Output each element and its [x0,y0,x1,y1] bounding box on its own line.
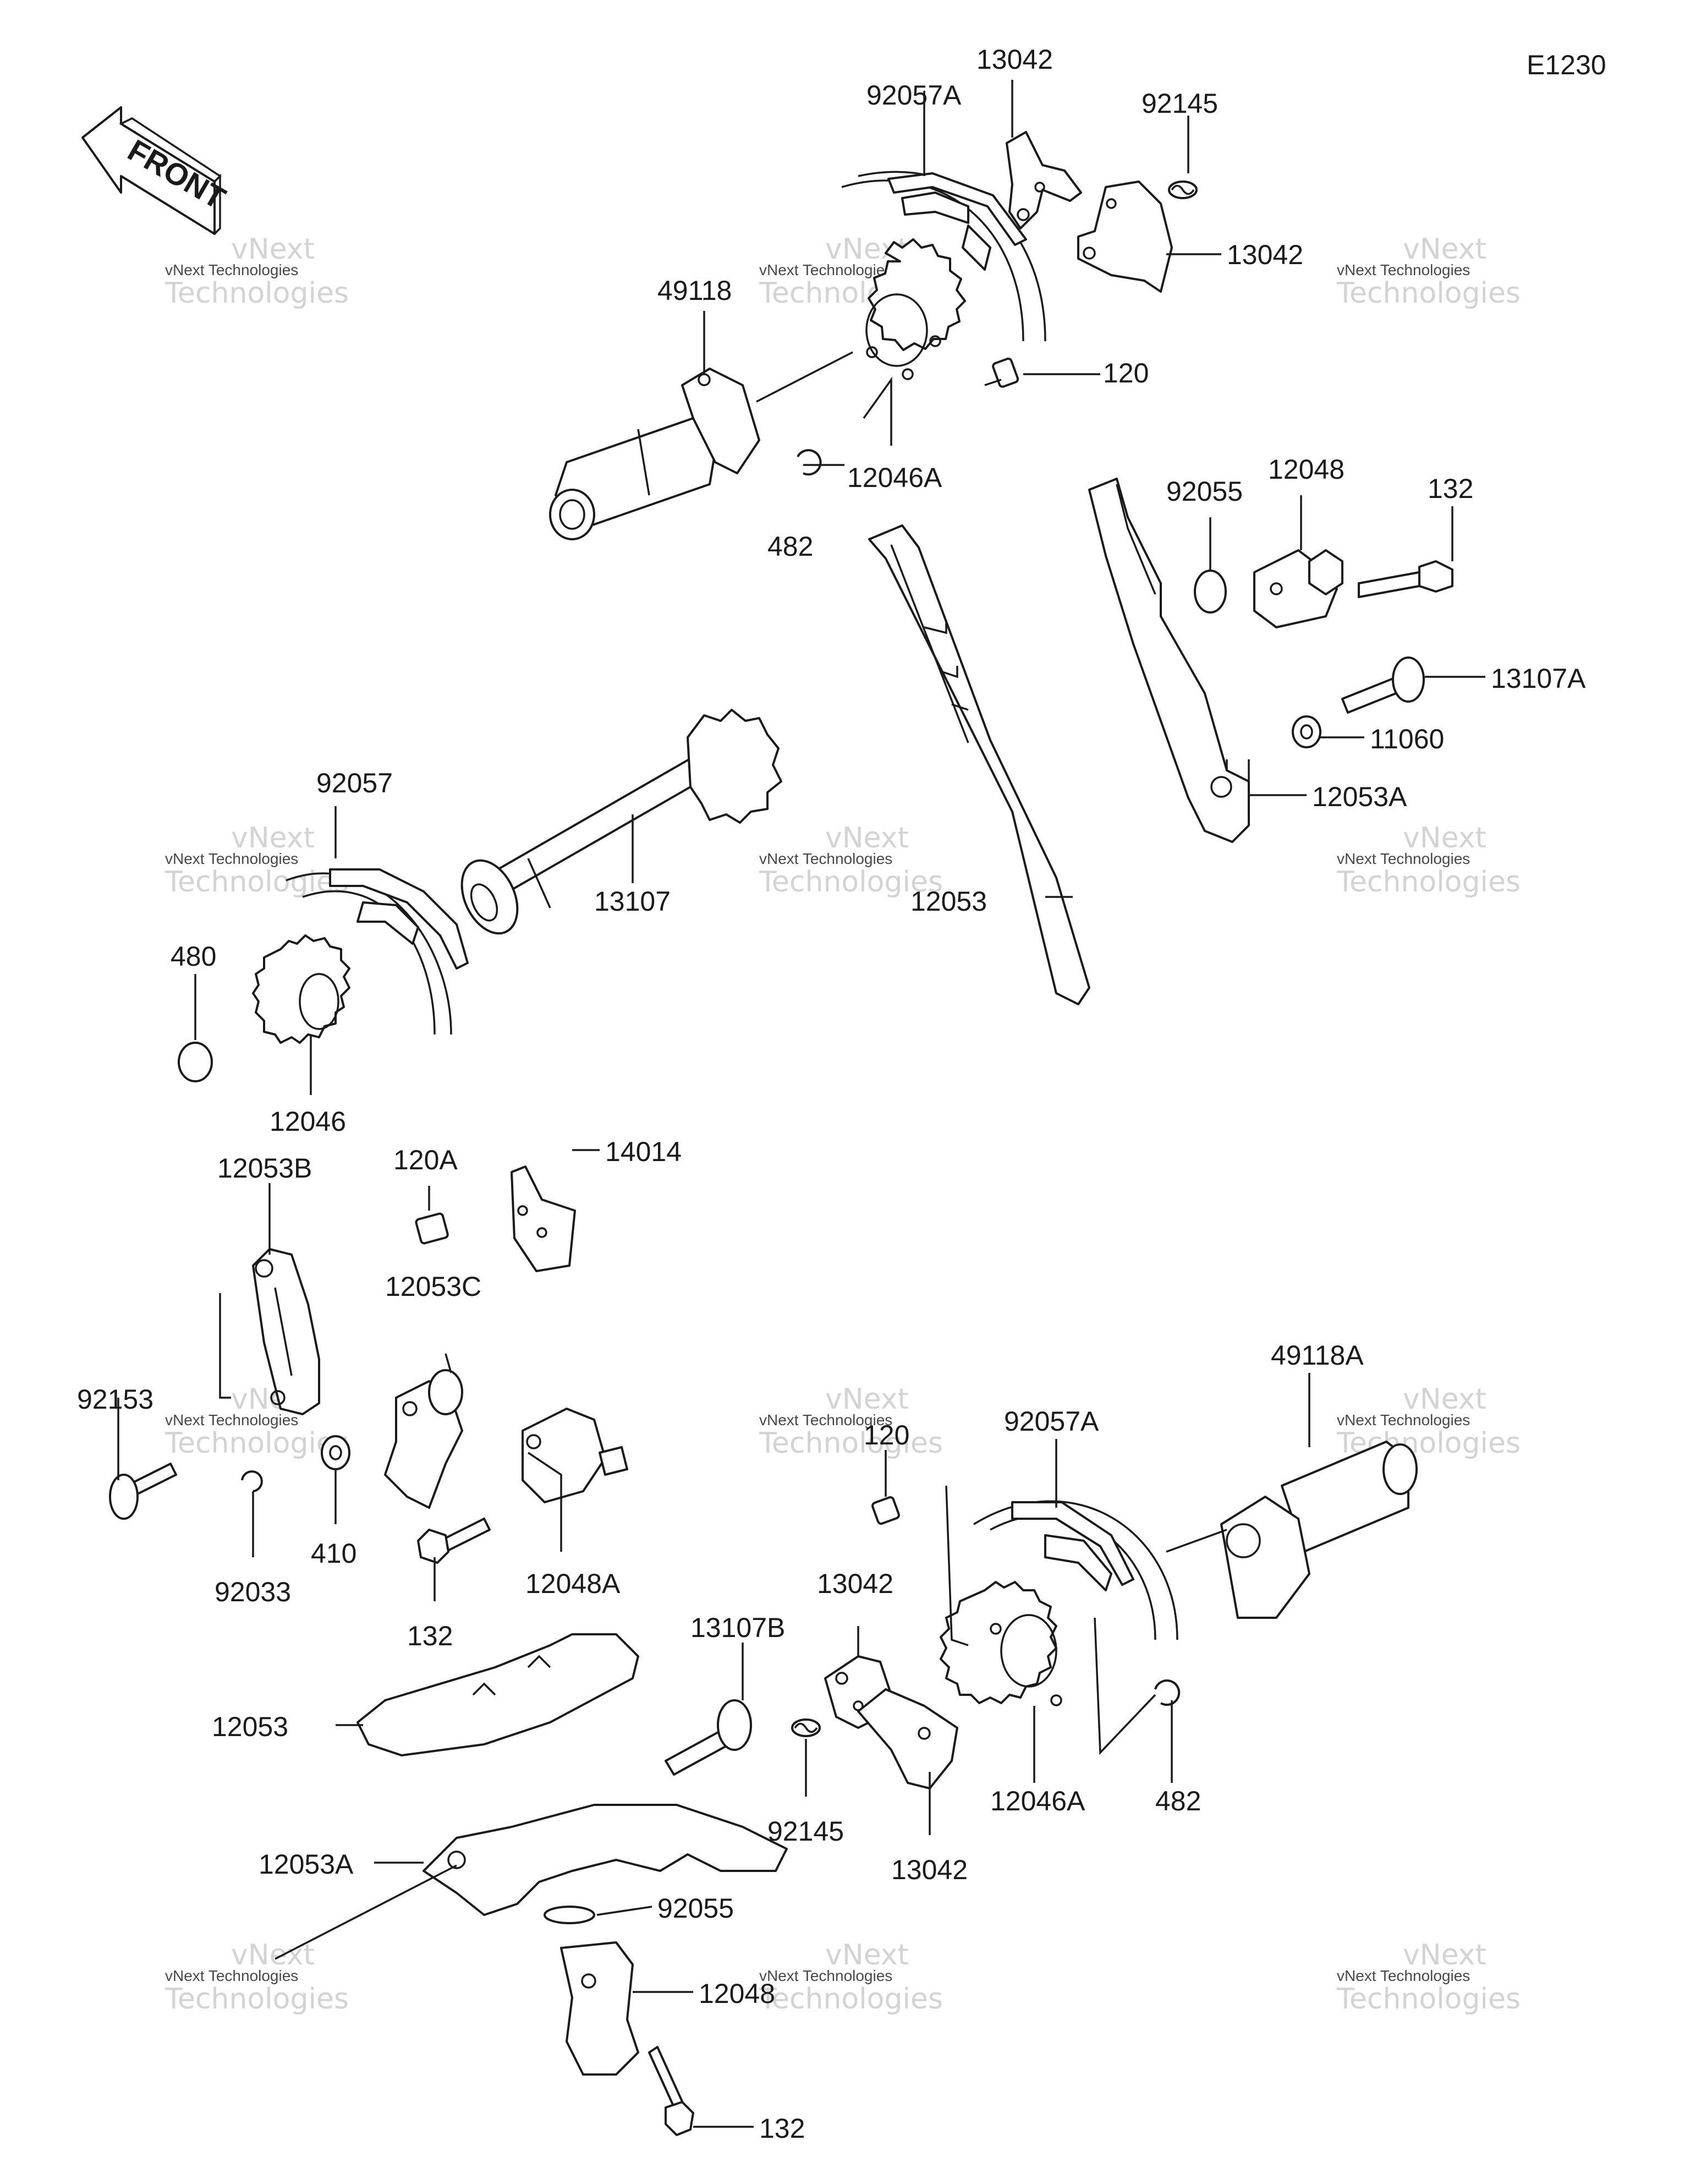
callout-92057: 92057 [316,768,393,798]
watermark [164,233,1521,2016]
callout-92057A-bot: 92057A [1004,1406,1099,1437]
chain-guide-12053A-top [1088,478,1250,843]
bolt-92153 [109,1463,177,1520]
front-arrow-icon: FRONT [81,106,232,235]
callout-92057A-top: 92057A [866,80,962,111]
callout-92055-bot: 92055 [657,1893,734,1924]
bolt-120-bot [871,1496,900,1525]
callout-12053-mid: 12053 [910,886,987,917]
idler-gear-12046 [252,934,350,1044]
bolt-132-top [1358,560,1453,598]
chain-guide-12053-mid [868,524,1090,1005]
cam-sprocket-12046A-bot [940,1581,1062,1706]
callout-12053-bot: 12053 [212,1711,288,1742]
callout-11060: 11060 [1370,724,1444,754]
callout-13042-bot2: 13042 [891,1854,968,1885]
washer-11060-icon [1292,715,1321,748]
chain-guide-12053A-bot [422,1804,788,1916]
callout-92145-bot: 92145 [767,1816,844,1847]
circlip-482-top-icon [797,449,822,476]
callout-13042-bot: 13042 [817,1568,893,1599]
callout-49118A: 49118A [1271,1340,1364,1371]
cam-chain-92057A-top [841,171,1046,342]
callout-12048-bot: 12048 [699,1978,775,2009]
callout-92033: 92033 [215,1577,291,1607]
chain-guide-12053B [252,1248,320,1415]
callout-410: 410 [311,1538,356,1569]
callout-92153: 92153 [77,1384,153,1415]
callout-480: 480 [171,941,216,972]
idler-shaft-13107 [460,709,782,935]
chain-guide-13042-right [1077,180,1173,293]
callout-12046A-bot: 12046A [990,1786,1085,1816]
pin-13107B [665,1699,752,1776]
callout-13042-right: 13042 [1227,239,1303,270]
cam-chain-92057A-bot [973,1500,1178,1640]
callout-12053B: 12053B [217,1153,312,1184]
spring-92145-bot-icon [791,1718,821,1737]
callout-12053A-top: 12053A [1312,781,1407,812]
bolt-120A [415,1212,449,1245]
callout-13107B: 13107B [690,1612,785,1643]
tensioner-12048A [522,1408,628,1503]
callout-92055-top: 92055 [1166,476,1243,507]
callout-49118: 49118 [657,275,732,306]
washer-410-icon [321,1435,350,1470]
callout-13107A: 13107A [1491,663,1586,694]
tensioner-12048-bot [560,1941,639,2076]
plate-14014 [511,1165,576,1272]
bolt-132-bot [648,2046,694,2136]
chain-guide-12053-bot [356,1633,639,1756]
tensioner-arm-12053C [384,1369,463,1509]
callout-12053C: 12053C [385,1271,481,1302]
callout-482-bot: 482 [1155,1786,1201,1816]
camshaft-49118A [1220,1441,1418,1619]
circlip-92033-icon [241,1470,263,1492]
circlip-482-bot-icon [1154,1679,1181,1706]
circlip-480-icon [178,1042,213,1082]
camshaft-49118 [549,368,760,540]
callout-13042-top: 13042 [976,44,1053,75]
bolt-120-top [984,357,1019,388]
callout-12053A-bot: 12053A [259,1849,354,1880]
o-ring-92055-bot-icon [544,1906,595,1924]
callout-92145-top: 92145 [1142,88,1218,119]
callout-120-bot: 120 [864,1420,909,1450]
leader-lines [117,80,1485,2128]
callout-labels: 13042 92057A 92145 13042 49118 120 12046… [77,44,1586,2144]
chain-guide-13042-top [1006,131,1082,229]
tensioner-12048-top [1253,549,1343,628]
callout-12048A: 12048A [525,1568,621,1599]
chain-guide-13042-bot2 [857,1688,958,1789]
spring-92145-top-icon [1168,180,1198,199]
callout-13107: 13107 [594,886,671,917]
callout-132-mid: 132 [407,1621,453,1651]
callout-120-top: 120 [1103,358,1149,388]
callout-12046: 12046 [270,1106,346,1137]
callout-12046A-top: 12046A [847,462,942,493]
callout-132-top: 132 [1428,473,1473,504]
callout-120A: 120A [393,1145,458,1175]
cam-sprocket-12046A-top [865,238,966,380]
callout-482-top: 482 [767,531,813,562]
bolt-132-mid [417,1518,491,1564]
callout-132-bot: 132 [759,2113,805,2144]
chain-92057-left [286,868,469,1035]
callout-12048-top: 12048 [1268,454,1345,485]
o-ring-92055-top-icon [1194,570,1227,614]
callout-14014: 14014 [605,1136,682,1167]
diagram-code: E1230 [1527,50,1606,80]
pin-13107A [1341,656,1425,714]
